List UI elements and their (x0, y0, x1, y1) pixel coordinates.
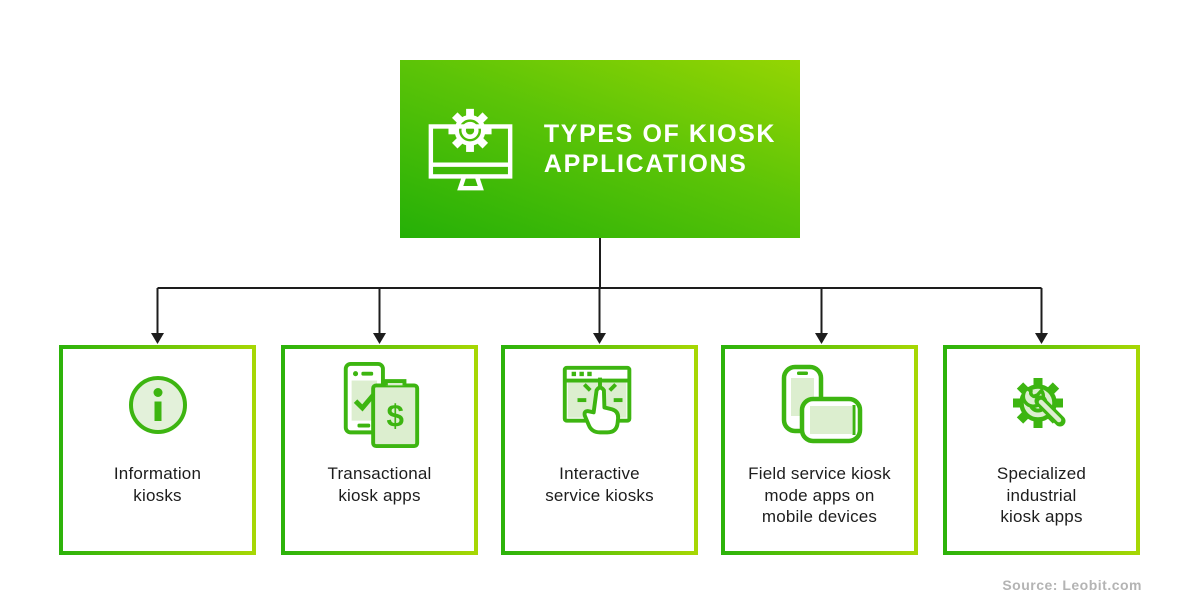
industrial-kiosk-icon (1012, 378, 1065, 428)
box-label-field-service: Field service kiosk mode apps on mobile … (748, 464, 891, 526)
dollar-glyph: $ (386, 399, 403, 434)
field-service-icon (781, 364, 862, 444)
source-credit: Source: Leobit.com (1002, 577, 1142, 593)
interactive-kiosk-icon (562, 365, 631, 435)
transactional-kiosk-icon: $ (343, 361, 419, 449)
monitor-gear-icon (428, 108, 513, 191)
box-label-interactive: Interactive service kiosks (545, 464, 654, 505)
kiosk-box-interactive: Interactive service kiosks (501, 345, 698, 555)
box-label-transactional: Transactional kiosk apps (327, 464, 432, 505)
kiosk-box-information: Information kiosks (59, 345, 256, 555)
header-banner: Types of kiosk applications (400, 60, 800, 238)
box-label-information: Information kiosks (113, 464, 202, 505)
info-icon (128, 376, 187, 434)
diagram-title: Types of kiosk applications (543, 120, 777, 178)
kiosk-box-field-service: Field service kiosk mode apps on mobile … (721, 345, 918, 555)
kiosk-box-industrial: Specialized industrial kiosk apps (943, 345, 1140, 555)
kiosk-box-transactional: $ Transactional kiosk apps (281, 345, 478, 555)
box-label-industrial: Specialized industrial kiosk apps (996, 464, 1087, 526)
